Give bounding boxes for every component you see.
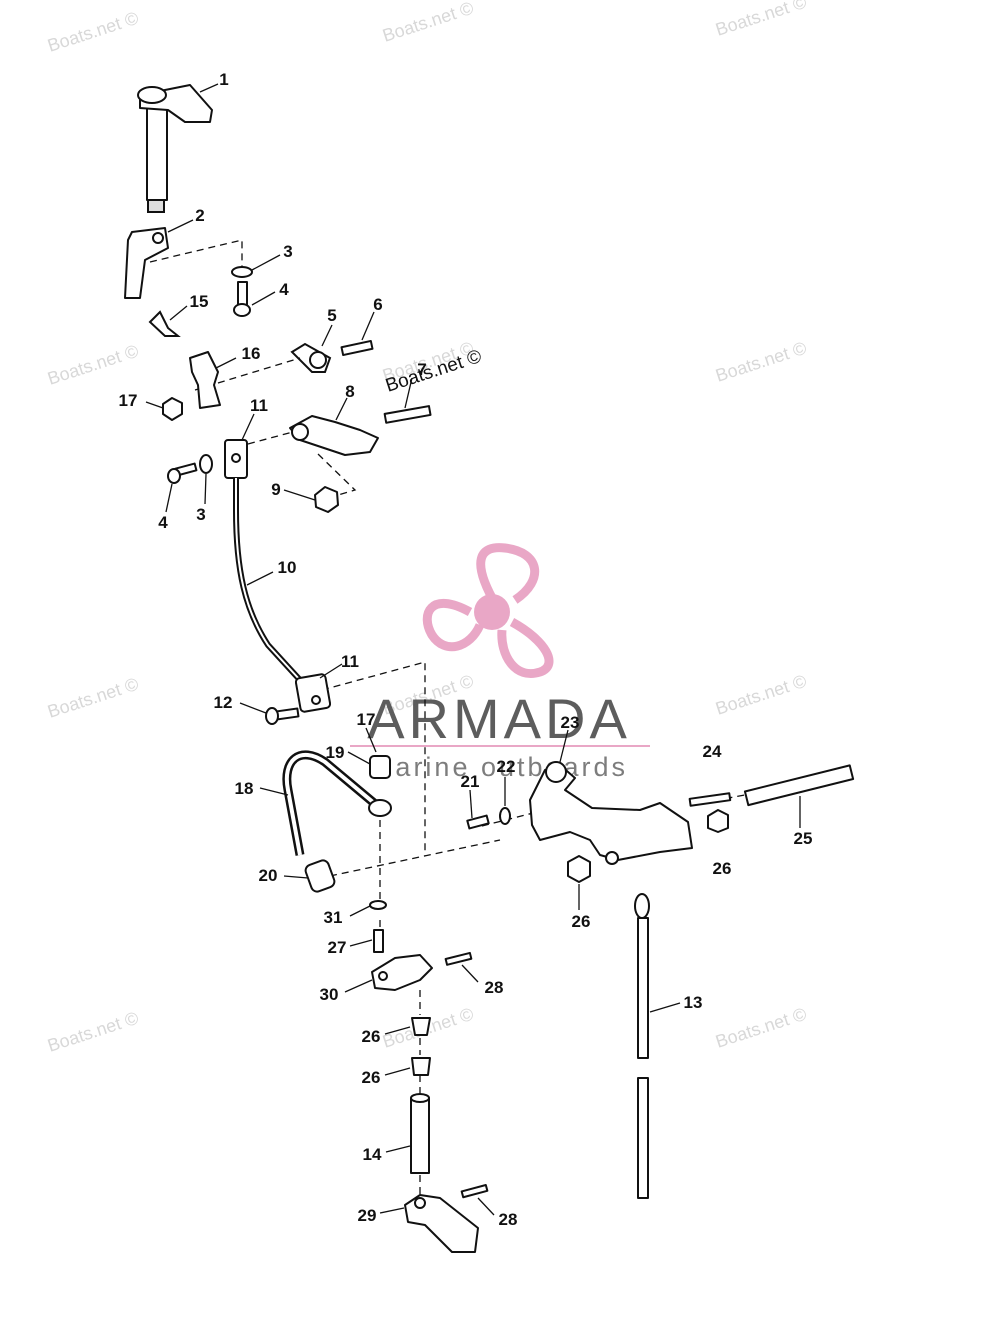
callout-number: 2	[195, 206, 204, 225]
part-16-lever	[189, 351, 221, 409]
part-14-shaft	[410, 1093, 430, 1174]
part-11-rod-end-upper	[224, 439, 248, 479]
watermark-text: Boats.net ©	[45, 341, 141, 389]
part-26-bushing-right	[707, 809, 729, 833]
part-1-shift-shaft	[137, 84, 213, 213]
callout-labels: 1234155616177811349101112171923242221182…	[119, 70, 813, 1229]
callout-number: 6	[373, 295, 382, 314]
part-4-screw	[233, 281, 251, 317]
part-13-shift-rod	[634, 893, 650, 1199]
callout-number: 31	[324, 908, 343, 927]
callout-number: 12	[214, 693, 233, 712]
callout-number: 4	[279, 280, 289, 299]
callout-number: 4	[158, 513, 168, 532]
part-28-pin-lower	[460, 1183, 489, 1199]
part-31-washer	[369, 900, 387, 910]
callout-number: 26	[572, 912, 591, 931]
callout-number: 28	[499, 1210, 518, 1229]
callout-number: 5	[327, 306, 336, 325]
callout-number: 11	[250, 396, 268, 415]
callout-number: 11	[341, 652, 359, 671]
callout-number: 21	[461, 772, 480, 791]
callout-number: 16	[242, 344, 261, 363]
part-8-lever	[289, 415, 379, 456]
part-19-grommet	[369, 755, 391, 779]
callout-number: 29	[358, 1206, 377, 1225]
part-7-stud	[383, 405, 432, 424]
part-30-shift-arm	[371, 954, 433, 991]
callout-number: 26	[362, 1027, 381, 1046]
watermark-text: Boats.net ©	[713, 338, 809, 386]
callout-number: 9	[271, 480, 280, 499]
callout-number: 3	[196, 505, 205, 524]
part-20-bushing	[304, 859, 336, 893]
callout-number: 1	[219, 70, 228, 89]
part-18-cable-bracket	[282, 750, 392, 856]
armada-logo: ARMADA marine outboards	[350, 543, 650, 782]
callout-number: 25	[794, 829, 813, 848]
part-2-bracket	[124, 227, 169, 299]
watermark-text: Boats.net ©	[45, 8, 141, 56]
callout-number: 22	[497, 757, 516, 776]
watermark-text: Boats.net ©	[713, 0, 809, 40]
watermark-text: Boats.net ©	[713, 1004, 809, 1052]
part-25-shaft	[743, 764, 855, 807]
part-4-screw-lower	[167, 462, 198, 484]
callout-number: 15	[190, 292, 209, 311]
part-26-bushing-b	[411, 1057, 431, 1076]
propeller-icon	[422, 543, 554, 678]
part-26-bushing-a	[411, 1017, 431, 1036]
part-5-spring	[290, 342, 332, 373]
callout-number: 13	[684, 993, 703, 1012]
callout-number: 7	[417, 360, 426, 379]
callout-number: 8	[345, 382, 354, 401]
part-28-pin-upper	[444, 951, 473, 966]
part-23-shift-lever-assembly	[529, 761, 693, 865]
part-12-screw	[265, 707, 300, 725]
callout-number: 10	[278, 558, 297, 577]
part-3-washer	[231, 266, 253, 278]
callout-number: 3	[283, 242, 292, 261]
callout-number: 19	[326, 743, 345, 762]
callout-number: 20	[259, 866, 278, 885]
callout-number: 28	[485, 978, 504, 997]
part-9-nut	[314, 486, 339, 513]
part-27-stud	[373, 929, 384, 953]
part-6-stud	[340, 339, 374, 357]
callout-number: 14	[363, 1145, 382, 1164]
watermark-text: Boats.net ©	[45, 674, 141, 722]
part-10-link-rod	[233, 478, 303, 683]
leader-lines	[145, 83, 801, 1216]
part-22-washer	[499, 807, 511, 825]
callout-number: 26	[362, 1068, 381, 1087]
callout-number: 27	[328, 938, 347, 957]
part-24-pin	[688, 792, 732, 807]
part-29-lever	[404, 1194, 479, 1253]
callout-number: 18	[235, 779, 254, 798]
part-26-bushing-lower	[567, 855, 591, 883]
part-3-washer-lower	[199, 454, 213, 474]
watermark-text: Boats.net ©	[45, 1008, 141, 1056]
callout-number: 24	[703, 742, 722, 761]
callout-number: 17	[119, 391, 138, 410]
watermark-text: Boats.net ©	[380, 0, 476, 46]
callout-number: 26	[713, 859, 732, 878]
part-15-clip	[148, 310, 181, 337]
brand-name: ARMADA	[367, 687, 631, 750]
callout-number: 30	[320, 985, 339, 1004]
brand-tagline: marine outboards	[370, 752, 628, 782]
part-17-nut	[162, 397, 183, 421]
part-11-rod-end-lower	[294, 673, 332, 713]
callout-number: 23	[561, 713, 580, 732]
callout-number: 17	[357, 710, 376, 729]
watermark-text: Boats.net ©	[713, 671, 809, 719]
part-21-screw	[466, 814, 490, 830]
